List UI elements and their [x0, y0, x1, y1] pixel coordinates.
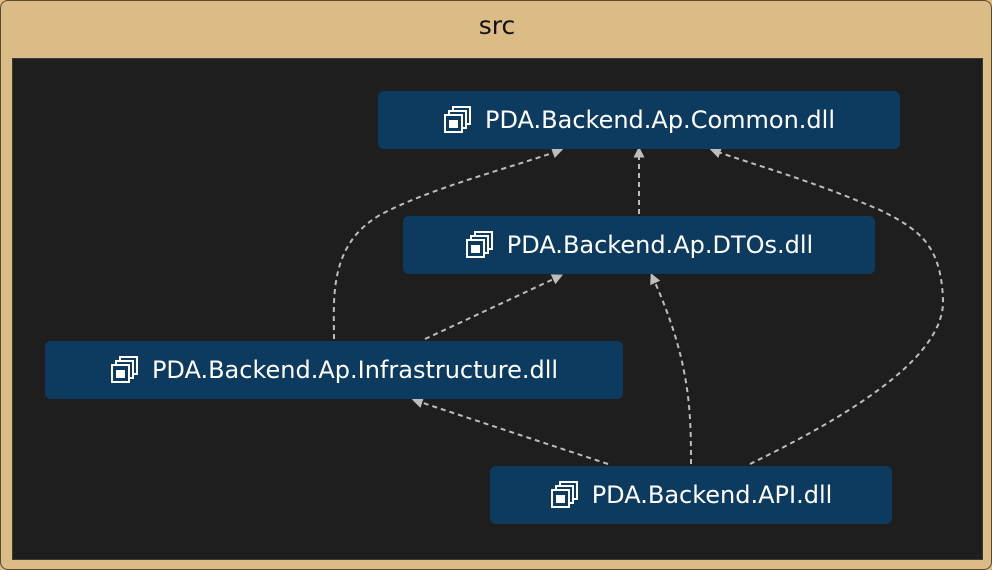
node-dtos-dll[interactable]: PDA.Backend.Ap.DTOs.dll	[403, 216, 875, 274]
assembly-icon	[550, 481, 578, 508]
node-common-dll[interactable]: PDA.Backend.Ap.Common.dll	[378, 91, 900, 149]
assembly-icon	[465, 231, 493, 258]
node-api-dll[interactable]: PDA.Backend.API.dll	[490, 466, 892, 524]
group-title: src	[478, 11, 516, 40]
node-label: PDA.Backend.Ap.Infrastructure.dll	[151, 356, 559, 384]
assembly-icon	[444, 106, 471, 133]
node-infrastructure-dll[interactable]: PDA.Backend.Ap.Infrastructure.dll	[45, 341, 623, 399]
node-label: PDA.Backend.API.dll	[591, 481, 833, 509]
node-label: PDA.Backend.Ap.Common.dll	[485, 106, 835, 134]
node-label: PDA.Backend.Ap.DTOs.dll	[506, 231, 814, 259]
assembly-icon	[110, 356, 138, 383]
